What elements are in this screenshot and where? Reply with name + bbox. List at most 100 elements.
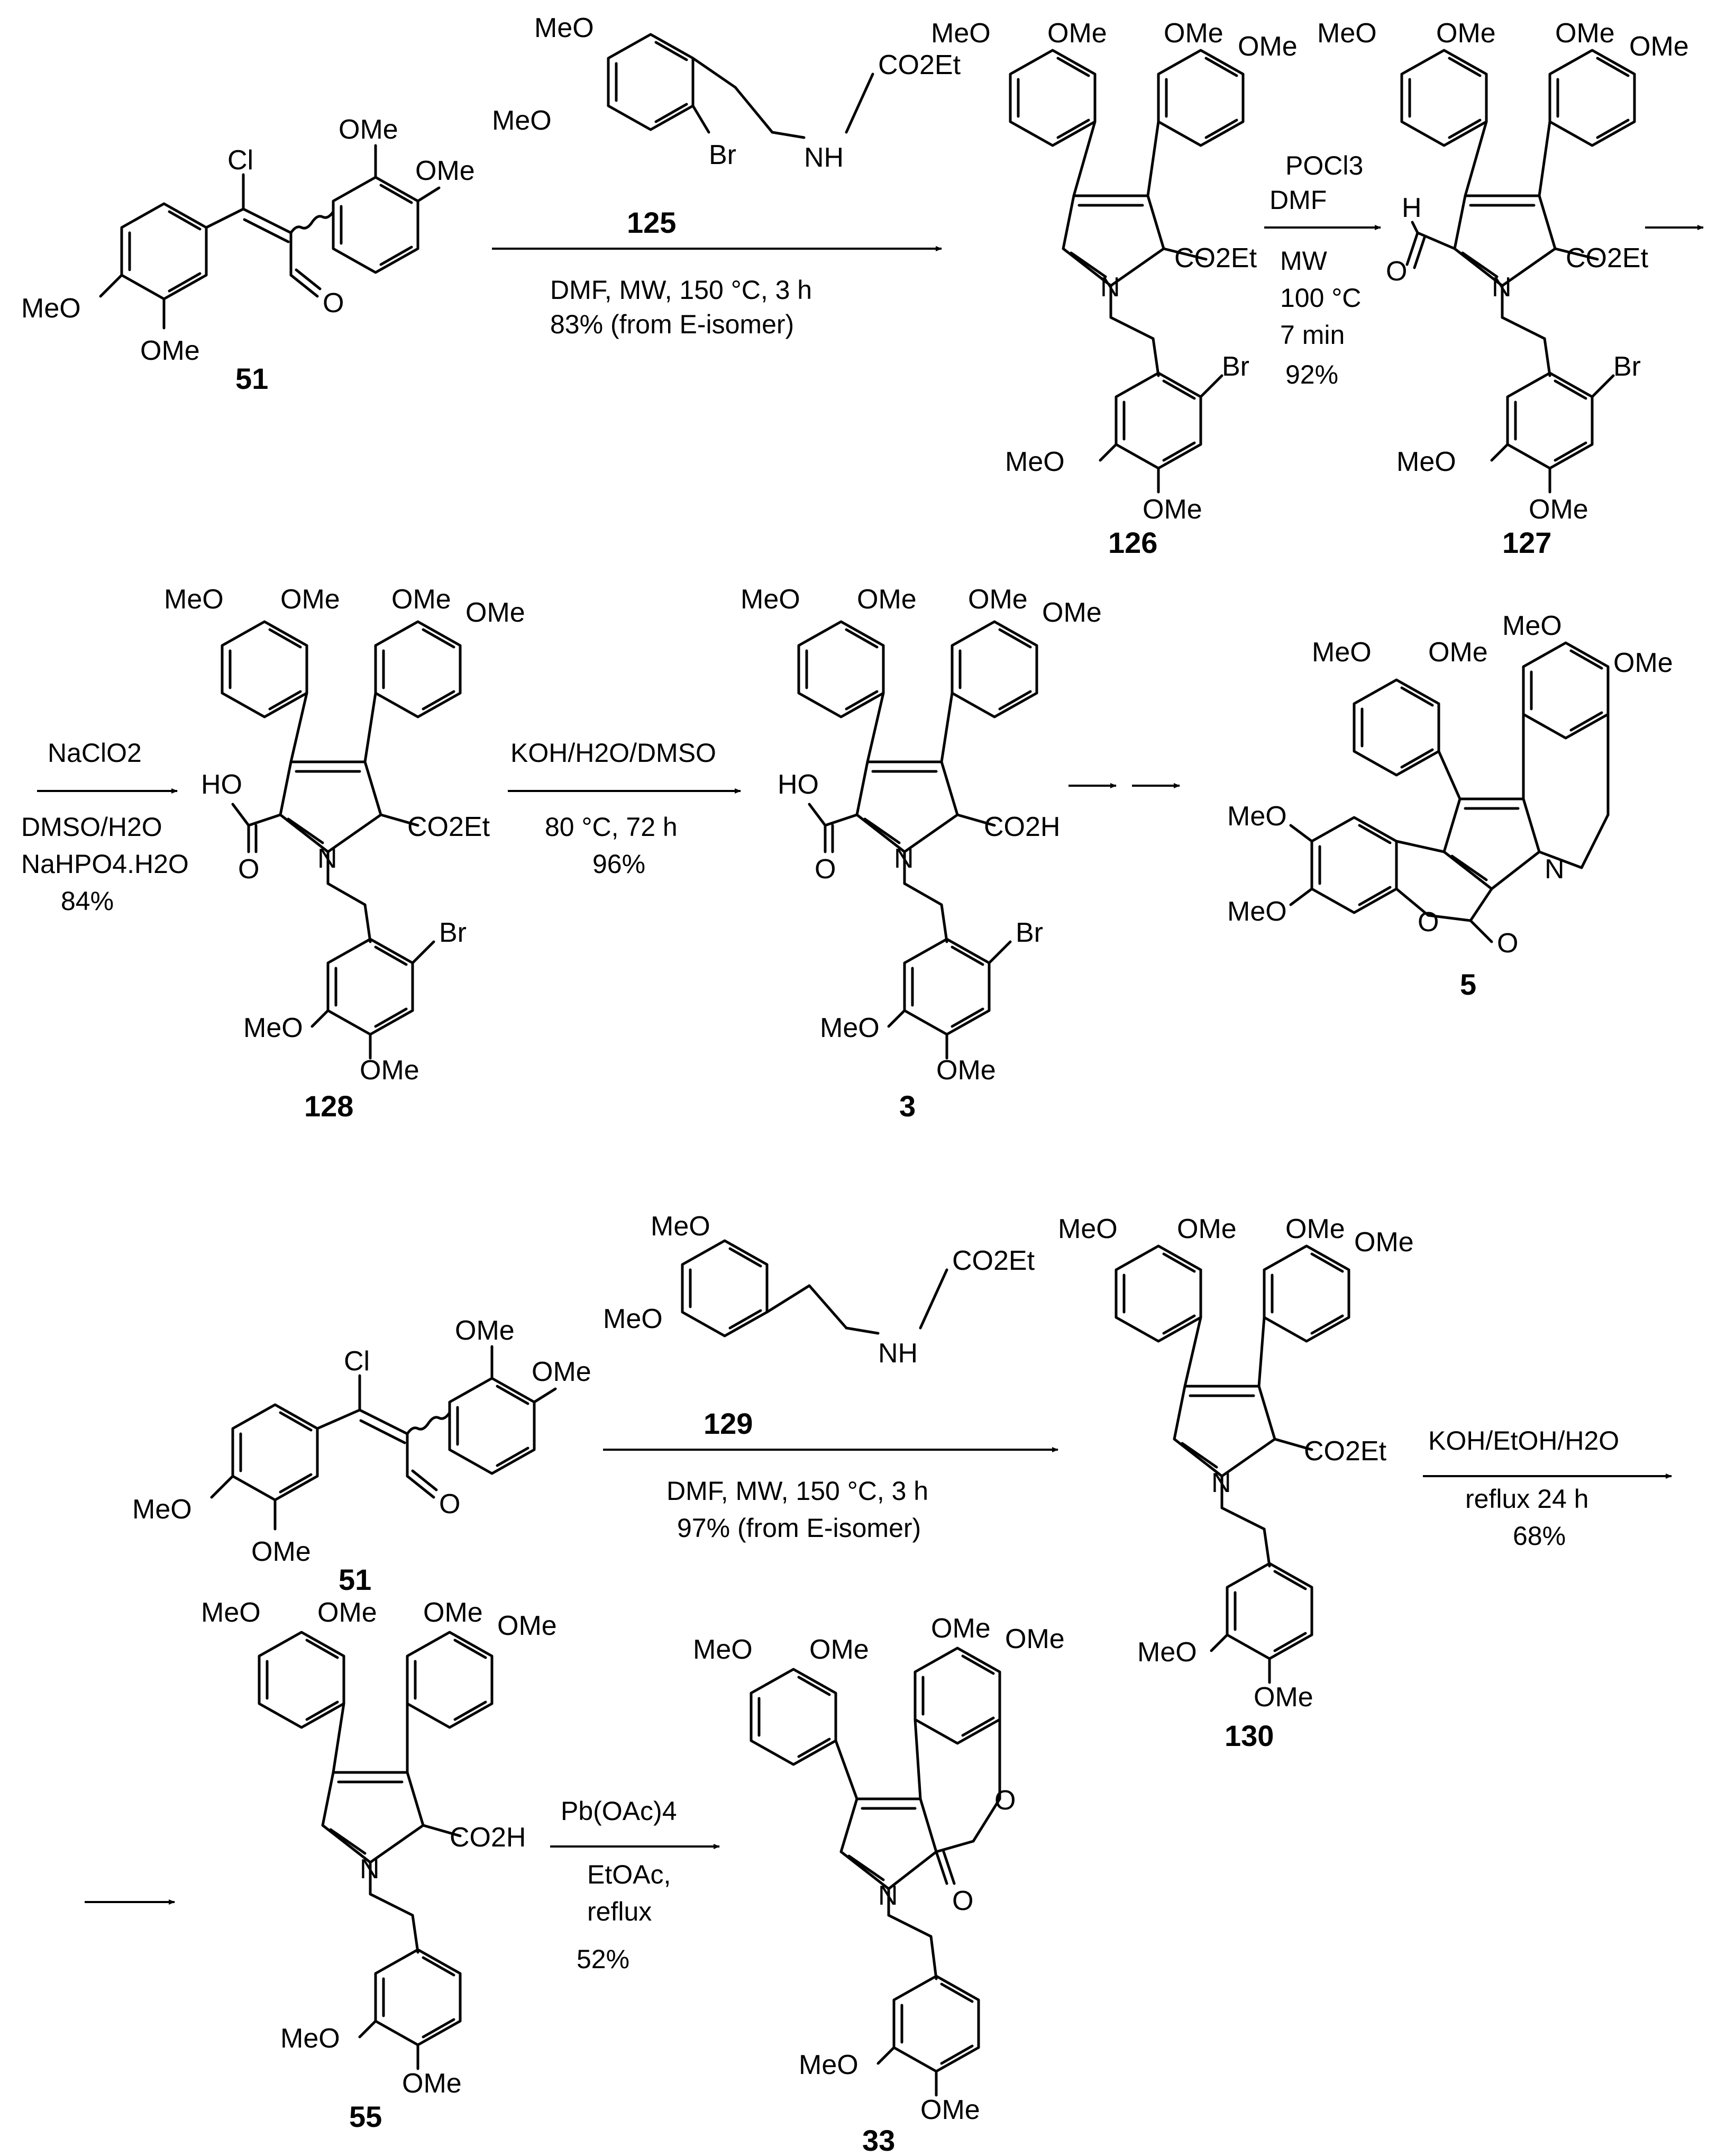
c126-co2et: CO2Et — [1174, 243, 1257, 274]
rxn10-cond-below3: 52% — [577, 1944, 629, 1974]
c126-meo1: MeO — [931, 18, 991, 49]
c128-co2et: CO2Et — [407, 812, 490, 842]
compound-5-structure — [1289, 641, 1610, 943]
c127-meo1: MeO — [1317, 18, 1377, 49]
compound-55-structure — [258, 1631, 494, 2070]
c3-n: N — [894, 843, 914, 874]
c51b-meo: MeO — [132, 1494, 192, 1525]
compound-126-structure — [1009, 49, 1245, 494]
c3-ome1: OMe — [857, 584, 917, 615]
c51a-cl: Cl — [227, 145, 253, 176]
c33-meo1: MeO — [693, 1634, 753, 1665]
compound-label-128: 128 — [304, 1089, 353, 1123]
c51a-meo: MeO — [21, 293, 81, 324]
c3-br: Br — [1016, 917, 1043, 948]
c127-n: N — [1492, 272, 1512, 303]
c128-br: Br — [439, 917, 467, 948]
c127-co2et: CO2Et — [1566, 243, 1649, 274]
rxn4-cond-below3: 84% — [61, 886, 114, 916]
rxn4-cond-below1: DMSO/H2O — [21, 812, 162, 842]
c51b-ome1: OMe — [455, 1315, 515, 1346]
compound-label-129: 129 — [704, 1407, 753, 1440]
compound-label-127: 127 — [1502, 526, 1551, 559]
compound-51-structure — [99, 144, 441, 330]
c3-ome2: OMe — [968, 584, 1028, 615]
c51a-o: O — [323, 288, 344, 319]
c128-meo1: MeO — [164, 584, 224, 615]
rxn4-cond-below2: NaHPO4.H2O — [21, 849, 189, 879]
c127-ome2: OMe — [1555, 18, 1615, 49]
c128-ome1: OMe — [280, 584, 340, 615]
rxn5-cond-below1: 80 °C, 72 h — [545, 812, 678, 842]
c128-ho: HO — [201, 769, 242, 800]
compound-127-structure — [1400, 49, 1636, 494]
c5-meo2: MeO — [1502, 611, 1562, 641]
compound-128-structure — [221, 620, 462, 1060]
c33-o-ring: O — [994, 1785, 1016, 1816]
c126-n: N — [1100, 272, 1120, 303]
c55-meo2: MeO — [280, 2023, 340, 2054]
c5-ome1: OMe — [1428, 637, 1488, 668]
rxn2-cond-above1: POCl3 — [1285, 151, 1363, 180]
c128-o: O — [238, 854, 259, 885]
rxn1-cond-line2: 83% (from E-isomer) — [550, 310, 794, 339]
c3-ho: HO — [778, 769, 819, 800]
rxn4-cond-above1: NaClO2 — [48, 738, 142, 768]
c5-meo1: MeO — [1312, 637, 1372, 668]
c130-co2et: CO2Et — [1304, 1436, 1387, 1467]
c130-n: N — [1211, 1468, 1231, 1498]
c128-ome2: OMe — [391, 584, 451, 615]
c126-ome4: OMe — [1143, 494, 1202, 525]
c3-ome3: OMe — [1042, 597, 1102, 628]
c130-ome3: OMe — [1354, 1227, 1414, 1258]
rxn2-cond-below4: 92% — [1285, 360, 1338, 389]
compound-label-130: 130 — [1225, 1719, 1274, 1752]
c127-ome4: OMe — [1529, 494, 1588, 525]
c51a-ome1: OMe — [339, 114, 398, 145]
c33-ome1: OMe — [809, 1634, 869, 1665]
compound-label-51-top: 51 — [235, 362, 268, 395]
c3-meo1: MeO — [741, 584, 800, 615]
compound-label-55: 55 — [349, 2100, 382, 2133]
compound-label-5: 5 — [1460, 968, 1476, 1001]
rxn8-cond-above1: KOH/EtOH/H2O — [1428, 1426, 1619, 1455]
c51b-o: O — [439, 1489, 460, 1520]
rxn10-cond-below1: EtOAc, — [587, 1860, 671, 1889]
c5-n: N — [1545, 854, 1565, 885]
c125-meo1: MeO — [534, 13, 594, 43]
rxn7-cond-line2: 97% (from E-isomer) — [677, 1513, 921, 1543]
rxn7-cond-line1: DMF, MW, 150 °C, 3 h — [666, 1476, 928, 1506]
c126-meo2: MeO — [1005, 447, 1065, 477]
c125-co2et: CO2Et — [878, 50, 961, 80]
c3-co2h: CO2H — [984, 812, 1060, 842]
c130-ome4: OMe — [1254, 1682, 1313, 1713]
c128-n: N — [317, 843, 337, 874]
compound-125-structure — [607, 33, 874, 139]
compound-label-3: 3 — [899, 1089, 916, 1123]
c128-meo2: MeO — [243, 1013, 303, 1043]
c126-ome3: OMe — [1238, 31, 1298, 62]
c55-ome4: OMe — [402, 2068, 462, 2099]
c51a-ome3: OMe — [140, 335, 200, 366]
c33-n: N — [878, 1880, 898, 1911]
c128-ome3: OMe — [465, 597, 525, 628]
c33-ome3: OMe — [1005, 1624, 1065, 1654]
c127-meo2: MeO — [1396, 447, 1456, 477]
c127-ome1: OMe — [1436, 18, 1496, 49]
c126-ome2: OMe — [1164, 18, 1223, 49]
rxn10-cond-below2: reflux — [587, 1897, 652, 1926]
compound-3-structure — [797, 620, 1038, 1060]
c51b-ome2: OMe — [532, 1357, 591, 1387]
compound-33-structure — [750, 1646, 1001, 2097]
c5-meo4: MeO — [1227, 896, 1287, 927]
c130-meo1: MeO — [1058, 1214, 1118, 1244]
c129-meo1: MeO — [651, 1211, 710, 1242]
c5-ome2: OMe — [1613, 648, 1673, 678]
c33-meo2: MeO — [799, 2050, 858, 2080]
c55-ome2: OMe — [423, 1597, 483, 1628]
c51b-cl: Cl — [344, 1346, 370, 1377]
rxn10-cond-above1: Pb(OAc)4 — [561, 1796, 677, 1826]
compound-label-125: 125 — [627, 206, 676, 239]
rxn2-cond-above2: DMF — [1270, 185, 1327, 215]
